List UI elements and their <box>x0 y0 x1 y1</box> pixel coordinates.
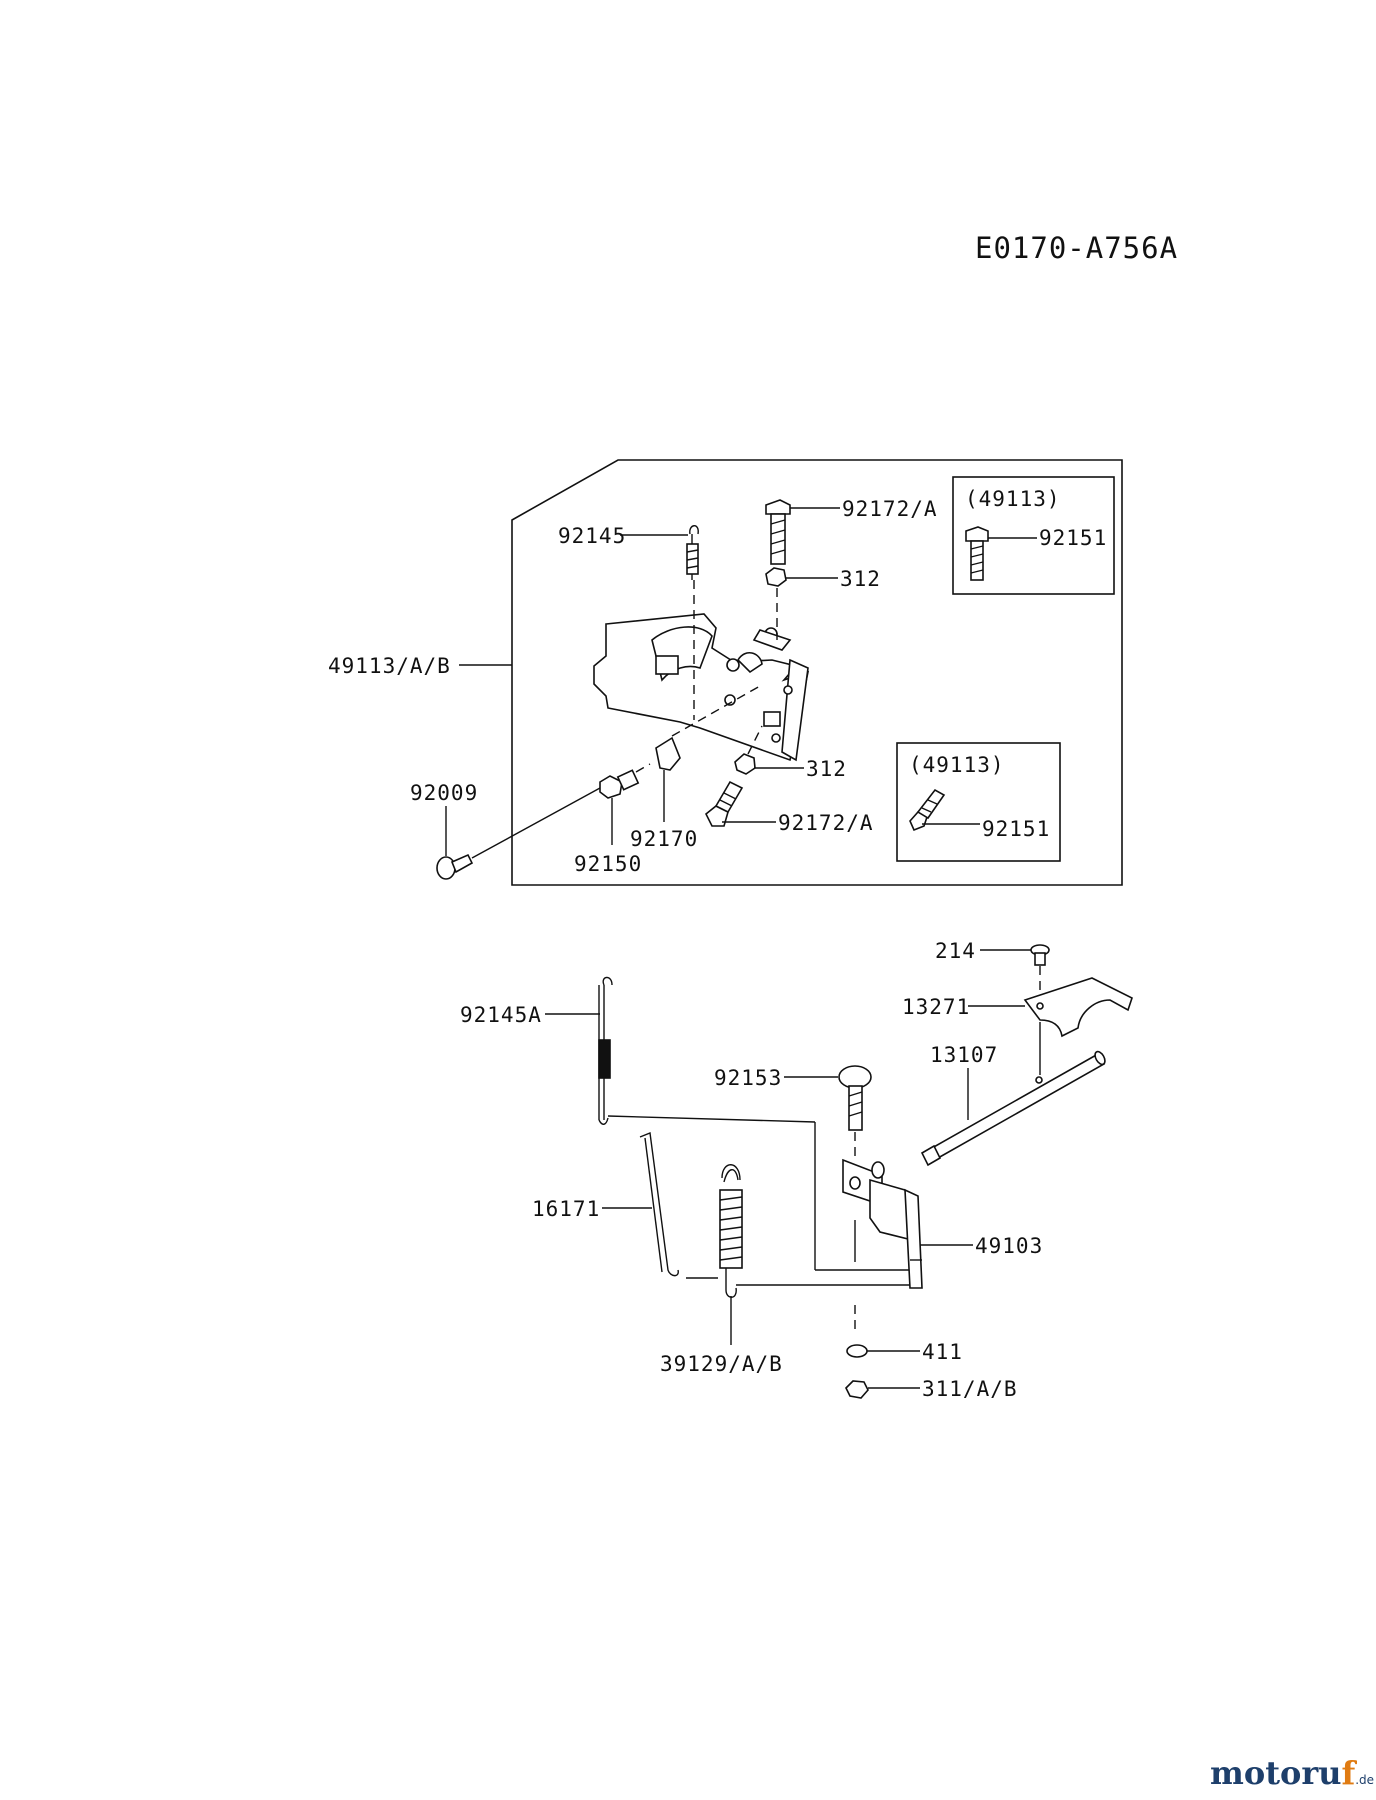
lower-group: 214 13271 13107 92145A <box>460 939 1133 1401</box>
nut-top-part <box>765 567 787 587</box>
callout-rod-spring: 92145A <box>460 1003 542 1027</box>
callout-nut-bottom: 312 <box>806 757 847 781</box>
inset-bottom-bolt-part <box>909 788 946 832</box>
inset-bottom-title: (49113) <box>909 753 1005 777</box>
callout-nut: 311/A/B <box>922 1377 1018 1401</box>
callout-washer: 411 <box>922 1340 963 1364</box>
lever-part <box>842 1158 923 1289</box>
callout-nut-top: 312 <box>840 567 881 591</box>
callout-bracket: 13271 <box>902 995 970 1019</box>
inset-top-bolt-part <box>965 526 989 581</box>
callout-inset-bottom-part: 92151 <box>982 817 1050 841</box>
inset-top-title: (49113) <box>965 487 1061 511</box>
clip-part <box>655 736 681 771</box>
callout-lever: 49103 <box>975 1234 1043 1258</box>
nut-lower-part <box>845 1380 869 1399</box>
callout-clip: 92170 <box>630 827 698 851</box>
fitting-part <box>599 769 640 799</box>
nut-bottom-part <box>734 753 756 775</box>
upper-group: (49113) 92151 (49113) 92151 <box>328 459 1123 886</box>
inset-bottom-frame <box>896 742 1061 862</box>
inset-bottom: (49113) 92151 <box>896 742 1061 862</box>
screw-left-part <box>436 853 474 880</box>
inset-top-frame <box>952 476 1115 595</box>
spring-lower-part <box>686 1164 910 1298</box>
rod-part <box>639 1132 679 1277</box>
callout-fitting: 92150 <box>574 852 642 876</box>
callout-plate-assembly: 49113/A/B <box>328 654 451 678</box>
plate-bracket-part <box>593 613 810 762</box>
washer-part <box>846 1344 868 1358</box>
shaft-part <box>920 1050 1106 1167</box>
upper-group-frame <box>511 459 1123 886</box>
callout-inset-top-part: 92151 <box>1039 526 1107 550</box>
callout-screw-left: 92009 <box>410 781 478 805</box>
callout-rod: 16171 <box>532 1197 600 1221</box>
diagram-code: E0170-A756A <box>975 231 1178 265</box>
bracket-part <box>1023 977 1133 1038</box>
spring-top-part <box>686 525 699 580</box>
callout-bolt-small: 214 <box>935 939 976 963</box>
callout-spring-top: 92145 <box>558 524 626 548</box>
bolt-small-part <box>1030 944 1050 966</box>
bolt-carriage-part <box>838 1065 872 1131</box>
callout-bolt-bottom: 92172/A <box>778 811 874 835</box>
inset-top: (49113) 92151 <box>952 476 1115 595</box>
callout-bolt-carriage: 92153 <box>714 1066 782 1090</box>
callout-bolt-top: 92172/A <box>842 497 938 521</box>
watermark-text: motoruf.de <box>1210 1754 1374 1792</box>
bolt-top-part <box>765 499 791 565</box>
callout-spring-lower: 39129/A/B <box>660 1352 783 1376</box>
callout-shaft: 13107 <box>930 1043 998 1067</box>
watermark-logo: motoruf.de <box>1210 1754 1374 1792</box>
bolt-bottom-part <box>704 780 744 827</box>
rod-spring-part <box>598 976 910 1271</box>
